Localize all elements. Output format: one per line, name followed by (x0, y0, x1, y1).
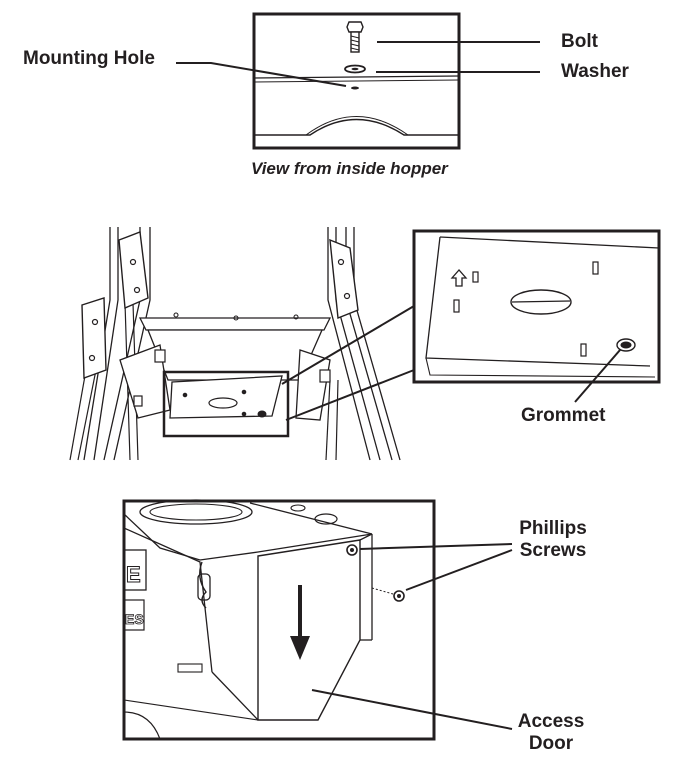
washer-icon (344, 64, 366, 74)
access-label-line2: Door (528, 732, 574, 754)
access-door-label: Access Door (513, 711, 589, 755)
bolt-icon (346, 21, 364, 53)
svg-text:ES: ES (125, 611, 144, 627)
access-door-panel: E ES (122, 499, 513, 741)
hopper-inside-panel (176, 12, 540, 150)
zoom-leader-bottom (285, 369, 415, 421)
stand-panel (69, 227, 415, 461)
down-arrow-icon (290, 585, 310, 660)
phillips-label-line2: Screws (519, 539, 587, 561)
bracket-highlight-box (162, 370, 290, 438)
phillips-screws-label: Phillips Screws (513, 518, 593, 562)
phillips-leader-upper (359, 543, 513, 550)
mounting-hole-leader (176, 62, 347, 87)
grommet-leader (574, 349, 621, 403)
svg-text:E: E (126, 562, 141, 587)
bolt-label: Bolt (561, 31, 598, 52)
phillips-label-line1: Phillips (519, 518, 587, 539)
access-label-line1: Access (517, 711, 585, 732)
up-arrow-icon (450, 269, 468, 287)
hopper-view-caption: View from inside hopper (251, 159, 448, 178)
grommet-icon (616, 338, 636, 352)
grommet-label: Grommet (521, 405, 606, 426)
mounting-hole-mark (351, 86, 359, 90)
screw-icon (346, 544, 405, 602)
access-door-leader (311, 689, 513, 730)
screw-icon (453, 261, 599, 357)
washer-label: Washer (561, 61, 629, 82)
grommet-zoom-inset (412, 229, 661, 403)
phillips-leader-lower (405, 549, 513, 591)
zoom-leader-top (281, 305, 415, 385)
mounting-hole-label: Mounting Hole (23, 48, 155, 69)
access-door (257, 539, 361, 721)
